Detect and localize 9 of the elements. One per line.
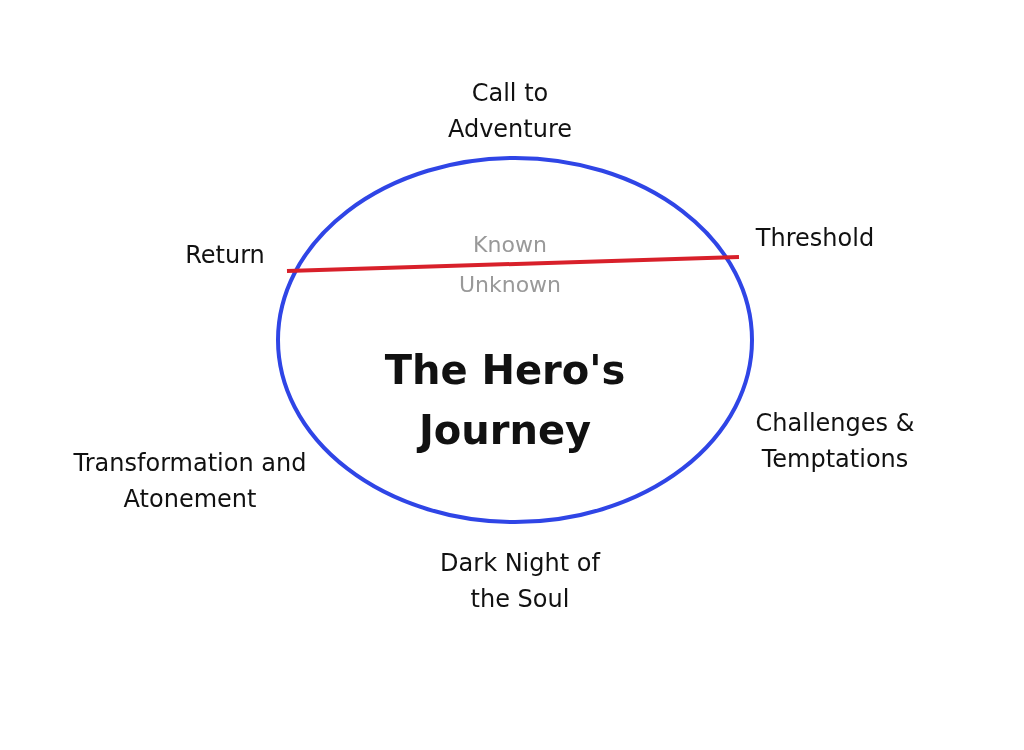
zone-label: Known [472,231,548,259]
stage-label: Call to Adventure [446,78,574,145]
stage-label: Threshold [754,223,876,254]
stage-label: Dark Night of the Soul [439,548,602,615]
stage-label: Return [184,240,266,271]
circle-label: The Hero's Journey [383,346,627,455]
stage-label: Challenges & Temptations [754,408,916,475]
stage-label: Transformation and Atonement [72,448,308,515]
zone-label: Unknown [457,271,563,299]
